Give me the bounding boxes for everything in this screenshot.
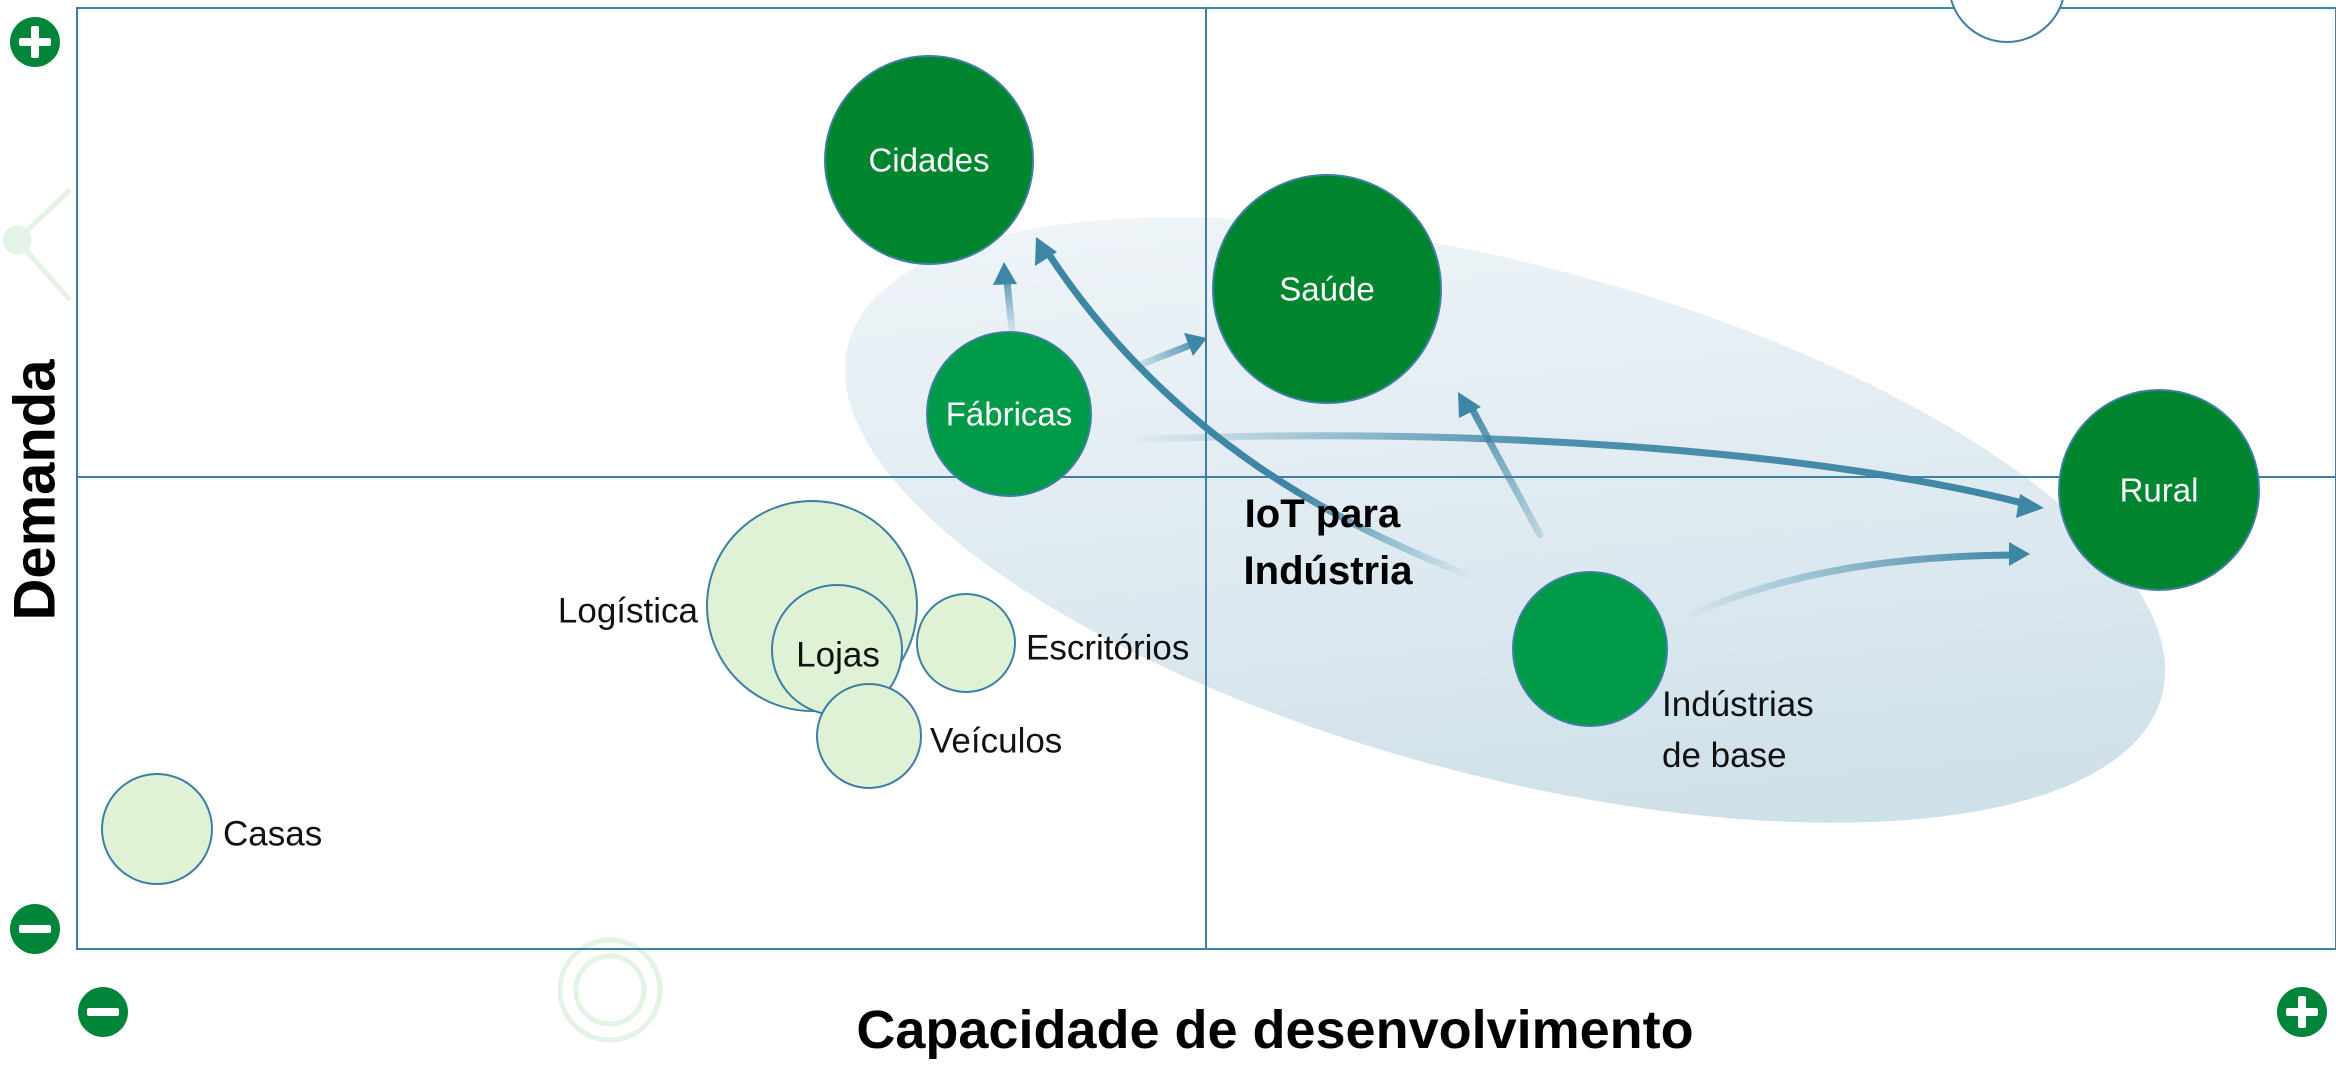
- bubble-label-line: Rural: [2120, 472, 2199, 509]
- arrowhead: [2009, 542, 2030, 566]
- bubble-label-line: Saúde: [1279, 271, 1374, 308]
- bubble-label-escritorios: Escritórios: [1026, 628, 1189, 667]
- bubble-circle-veiculos: [816, 683, 922, 789]
- y-axis-high-plus-icon: [10, 17, 60, 67]
- bubble-lojas: Lojas: [771, 584, 903, 716]
- iot-industria-line-1: IoT para: [1245, 492, 1401, 536]
- bubble-circle-saude: [1212, 174, 1442, 404]
- bubble-label-veiculos: Veículos: [930, 721, 1062, 760]
- bubble-casas: Casas: [101, 773, 322, 885]
- arrowhead: [1458, 392, 1481, 418]
- cropped-top-circle: [1950, 0, 2064, 43]
- x-axis-high-plus-icon: [2277, 987, 2327, 1037]
- bubble-label-line: Indústrias: [1662, 685, 1814, 724]
- flow-arrows: [1002, 246, 2034, 619]
- arrow-fabricas-to-rural: [1126, 432, 2034, 509]
- plot-frame: [76, 7, 2336, 950]
- arrow-fabricas-to-saude: [1128, 338, 1202, 372]
- bubble-label-line: Veículos: [930, 721, 1062, 760]
- bubble-label-casas: Casas: [223, 814, 322, 853]
- y-axis-title: Demanda: [2, 359, 68, 621]
- bubble-escritorios: Escritórios: [916, 593, 1189, 693]
- arrow-heads: [993, 237, 2044, 566]
- bubble-label-line: Escritórios: [1026, 628, 1189, 667]
- bubble-circle-escritorios: [916, 593, 1016, 693]
- bubble-label-line: Lojas: [796, 635, 880, 674]
- bubble-circle-cidades: [824, 55, 1034, 265]
- arrowhead: [993, 262, 1017, 285]
- bubble-circle-casas: [101, 773, 213, 885]
- bubble-label-line: Logística: [558, 591, 699, 630]
- bubble-label-logistica: Logística: [558, 591, 699, 630]
- arrowhead: [1035, 237, 1057, 266]
- arrow-industrias-to-saude: [1466, 401, 1544, 539]
- iot-industria-line-2: Indústria: [1244, 549, 1414, 593]
- bubble-rural: Rural: [2058, 389, 2260, 591]
- bubble-label-line: Fábricas: [946, 396, 1073, 433]
- bubble-label-saude: Saúde: [1279, 271, 1374, 308]
- bubble-label-fabricas: Fábricas: [946, 396, 1073, 433]
- background-network-motif: [2, 188, 663, 1043]
- bubble-fabricas: Fábricas: [926, 331, 1092, 497]
- arrow-industrias-to-rural: [1686, 551, 2019, 619]
- arrowhead: [1184, 333, 1207, 356]
- bubble-veiculos: Veículos: [816, 683, 1062, 789]
- arrow-to-cidades: [1042, 246, 1479, 582]
- bubble-saude: Saúde: [1212, 174, 1442, 404]
- iot-industria-label: IoT para Indústria: [1244, 492, 1414, 593]
- arrowhead: [2016, 494, 2044, 518]
- bubble-label-cidades: Cidades: [868, 142, 989, 179]
- bubble-label-lojas: Lojas: [796, 635, 880, 674]
- bubble-industrias-base: Indústrias de base: [1512, 571, 1814, 775]
- x-axis-low-minus-icon: [78, 987, 128, 1037]
- bubble-label-industrias-base: Indústrias de base: [1662, 685, 1814, 775]
- industry-iot-highlight: [844, 217, 2166, 823]
- bubble-circle-fabricas: [926, 331, 1092, 497]
- y-axis-low-minus-icon: [10, 904, 60, 954]
- bubble-circle-industrias-base: [1512, 571, 1668, 727]
- bubble-circle-rural: [2058, 389, 2260, 591]
- x-axis-title: Capacidade de desenvolvimento: [856, 1000, 1694, 1060]
- bubble-cidades: Cidades: [824, 55, 1034, 265]
- bubble-label-line: Casas: [223, 814, 322, 853]
- bubble-label-line: Cidades: [868, 142, 989, 179]
- bubble-label-rural: Rural: [2120, 472, 2199, 509]
- bubble-label-line: de base: [1662, 736, 1787, 775]
